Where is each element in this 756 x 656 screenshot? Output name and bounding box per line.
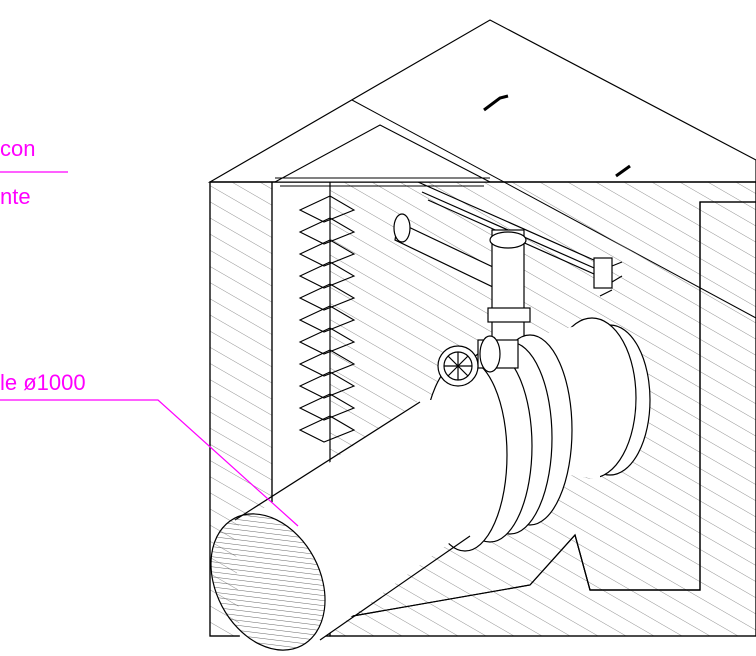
callout-pipe-diameter: le ø1000 xyxy=(0,370,86,395)
roof-handles xyxy=(483,94,631,178)
callout-top-line2: nte xyxy=(0,184,31,209)
access-cone xyxy=(274,124,491,187)
callout-top-line1: con xyxy=(0,136,36,161)
leader-pipe xyxy=(0,399,299,527)
ladder-step-irons xyxy=(298,195,356,443)
annotation-leaders xyxy=(0,171,299,527)
valve-assembly xyxy=(437,335,519,387)
main-pipe-body xyxy=(210,317,651,651)
